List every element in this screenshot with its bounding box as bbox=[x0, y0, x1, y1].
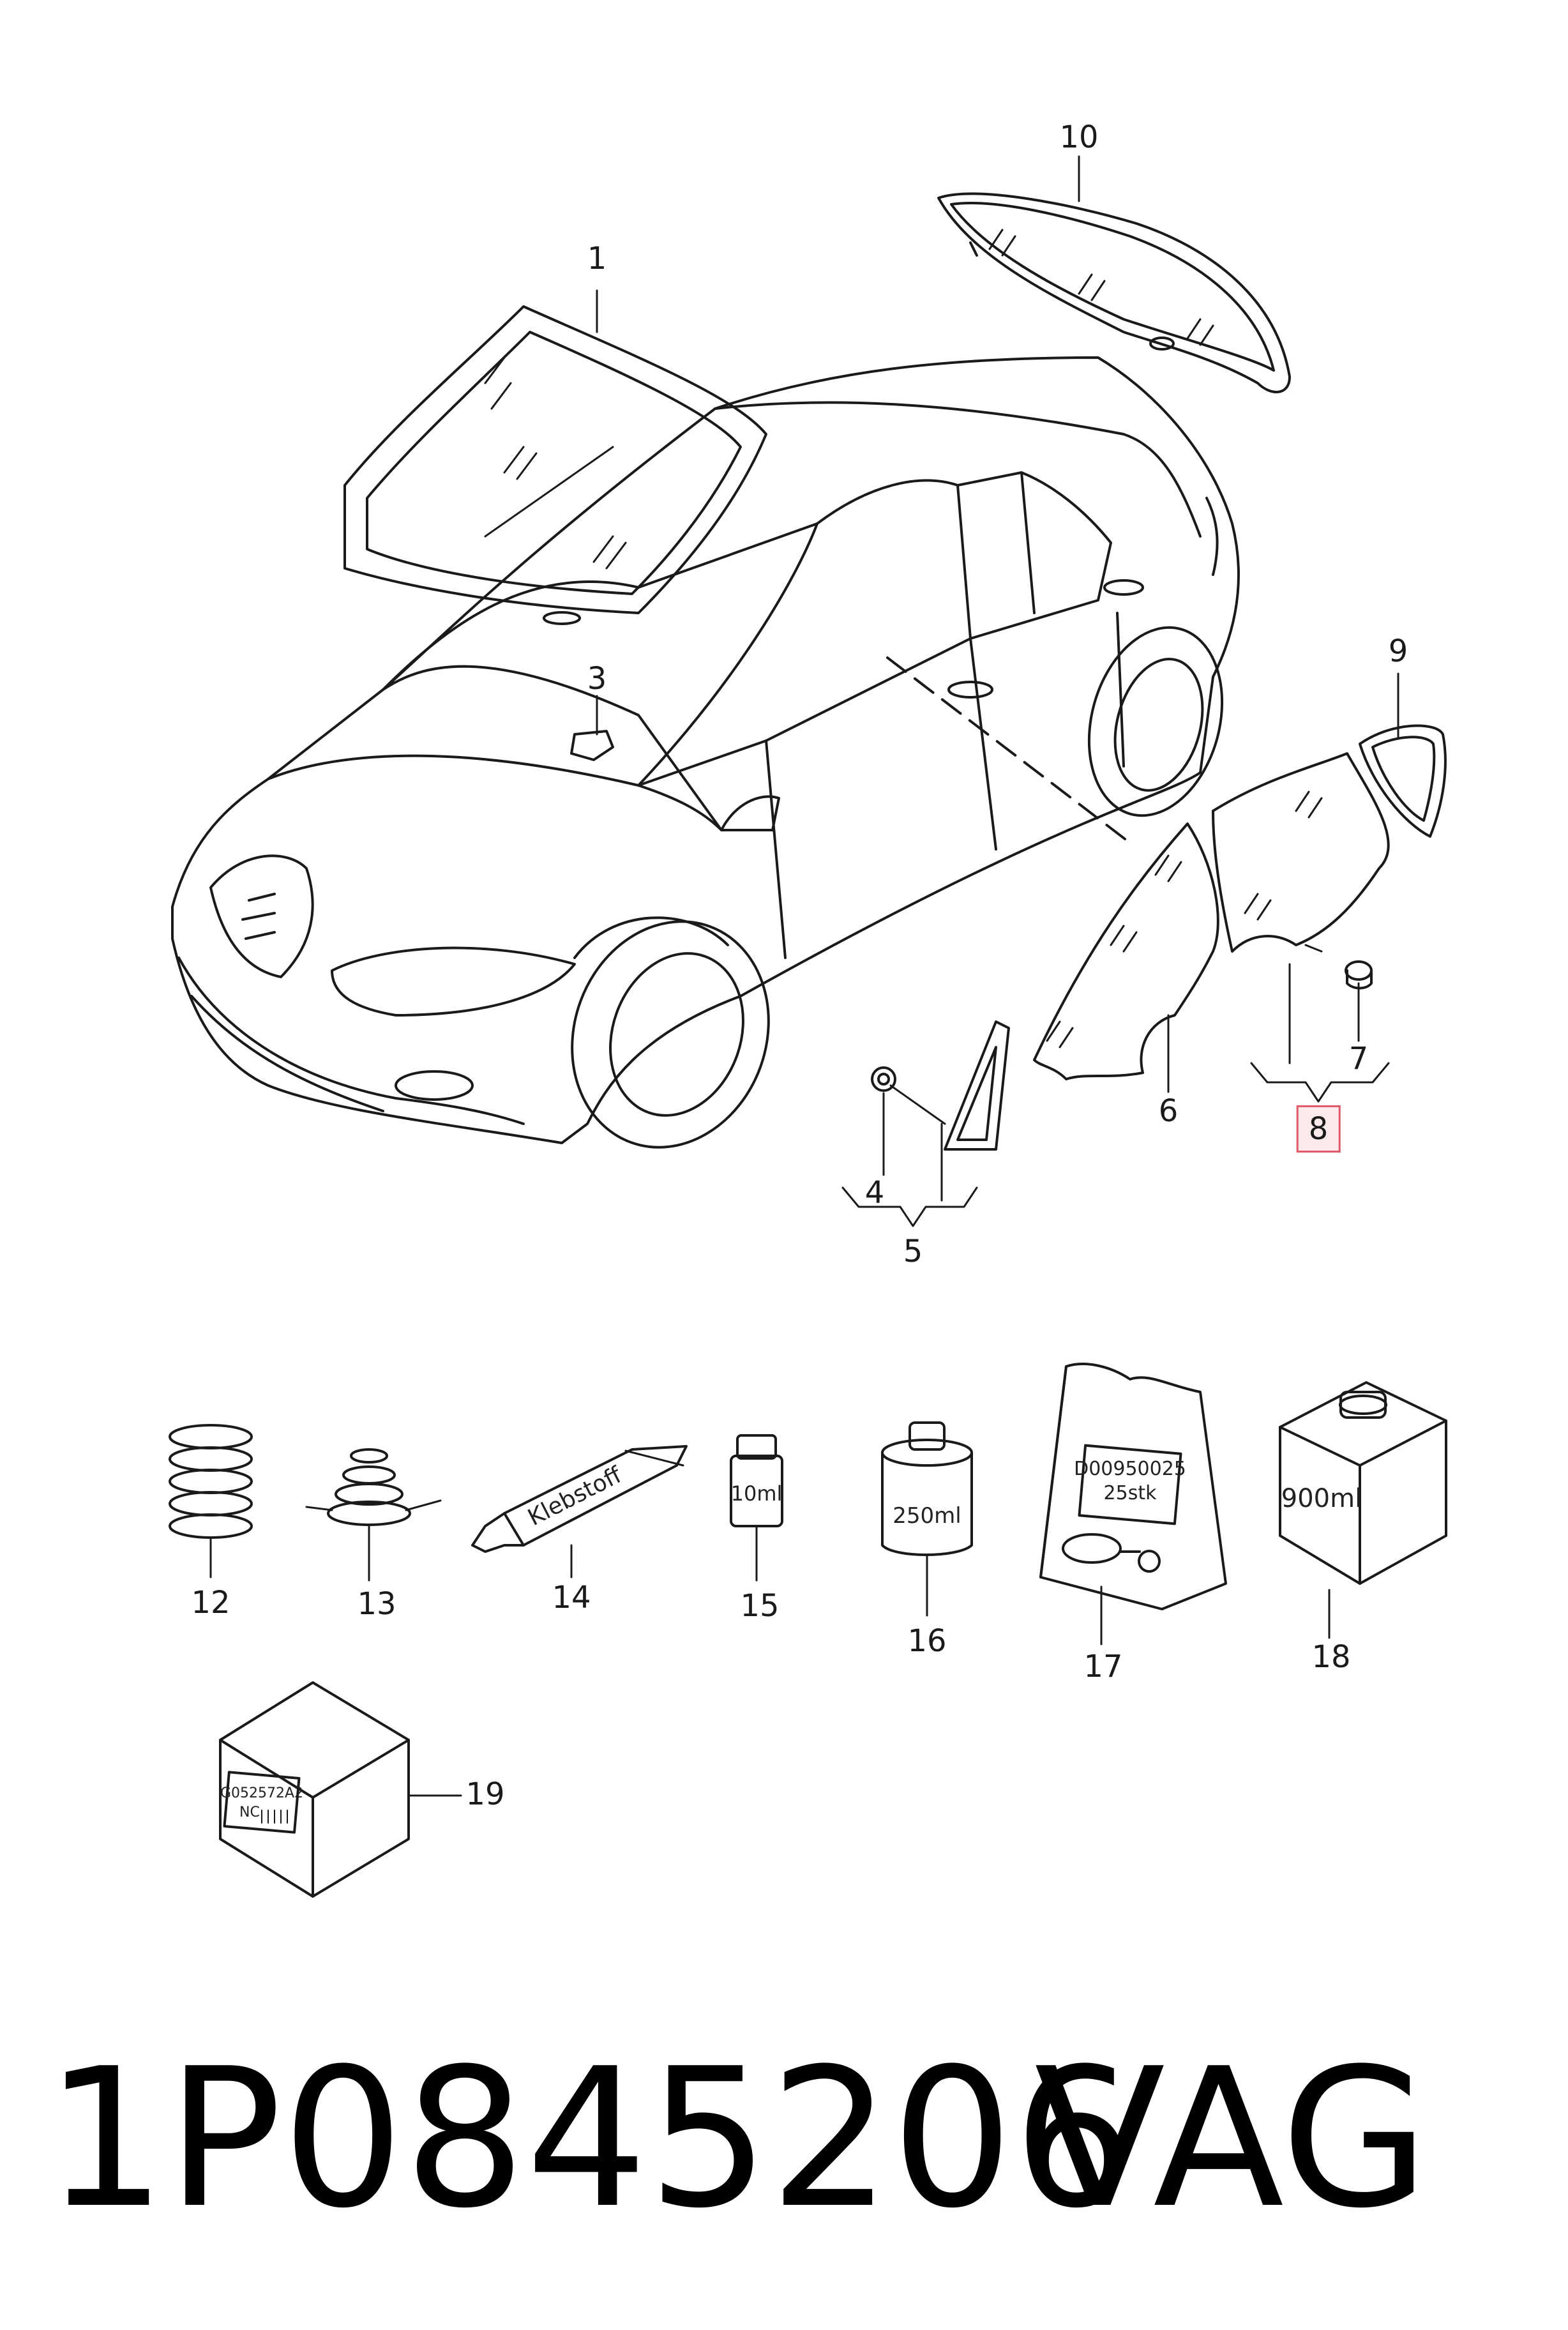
bag-code-label: D00950025 bbox=[1074, 1458, 1186, 1480]
cube-label: 900ml bbox=[1281, 1484, 1362, 1513]
clip-nut bbox=[871, 1066, 896, 1092]
car-headlight bbox=[331, 946, 576, 1017]
car-front-door bbox=[765, 739, 787, 959]
cleaner-container: 900ml bbox=[1279, 1381, 1447, 1639]
callout-15: 15 bbox=[740, 1588, 780, 1624]
front-door-glass bbox=[1033, 822, 1219, 1080]
quarter-glass bbox=[1359, 724, 1447, 838]
car-grille bbox=[209, 854, 314, 978]
primer-bag: D00950025 25stk bbox=[1039, 1363, 1227, 1645]
brand-name: VAG bbox=[1034, 2027, 1429, 2250]
car-side-windows bbox=[637, 479, 972, 787]
callout-16: 16 bbox=[907, 1623, 947, 1659]
callout-12: 12 bbox=[191, 1585, 230, 1621]
car-illustration bbox=[171, 356, 1240, 1149]
front-wheel bbox=[571, 916, 770, 1149]
small-bottle: 10ml bbox=[730, 1434, 783, 1582]
part-number: 1P0845206 bbox=[45, 2027, 1135, 2250]
assembly-dash-line bbox=[886, 656, 1131, 844]
callout-14: 14 bbox=[552, 1580, 591, 1615]
callout-18: 18 bbox=[1311, 1639, 1351, 1675]
callout-1: 1 bbox=[587, 241, 607, 276]
parts-box: G052572A2 NC bbox=[219, 1681, 462, 1898]
rear-wheel bbox=[1087, 626, 1224, 817]
box-code-label: G052572A2 bbox=[220, 1785, 303, 1801]
leader-lines bbox=[596, 155, 1399, 1227]
bag-count-label: 25stk bbox=[1104, 1482, 1157, 1504]
callout-8[interactable]: 8 bbox=[1296, 1105, 1341, 1153]
callout-6: 6 bbox=[1158, 1093, 1179, 1129]
callout-7: 7 bbox=[1348, 1041, 1369, 1077]
windshield-glass bbox=[343, 305, 767, 625]
callout-9: 9 bbox=[1388, 633, 1408, 669]
medium-bottle: 250ml bbox=[881, 1421, 973, 1617]
callout-4: 4 bbox=[864, 1175, 885, 1211]
car-body-outline bbox=[171, 356, 1240, 1144]
cone-spring-part bbox=[305, 1448, 442, 1582]
callout-5: 5 bbox=[903, 1234, 923, 1269]
medium-bottle-label: 250ml bbox=[893, 1503, 961, 1529]
small-bottle-label: 10ml bbox=[731, 1481, 783, 1506]
adhesive-tube: Klebstoff bbox=[471, 1445, 688, 1578]
callout-10: 10 bbox=[1059, 119, 1099, 155]
callout-13: 13 bbox=[357, 1586, 396, 1622]
retaining-pin bbox=[1345, 960, 1373, 990]
car-mirror bbox=[720, 795, 780, 831]
rain-sensor bbox=[570, 730, 614, 761]
box-nc-label: NC bbox=[239, 1804, 260, 1820]
spring-part bbox=[169, 1424, 253, 1578]
callout-17: 17 bbox=[1083, 1649, 1123, 1684]
car-roof-line bbox=[714, 401, 1202, 538]
car-hood bbox=[267, 754, 723, 831]
car-rear-door bbox=[969, 637, 997, 851]
rear-door-glass bbox=[1212, 752, 1390, 953]
rear-window-glass bbox=[937, 192, 1291, 393]
triangle-glass bbox=[944, 1020, 1010, 1151]
callout-19: 19 bbox=[465, 1776, 505, 1812]
callout-3: 3 bbox=[587, 661, 607, 697]
car-bumper bbox=[177, 957, 525, 1125]
